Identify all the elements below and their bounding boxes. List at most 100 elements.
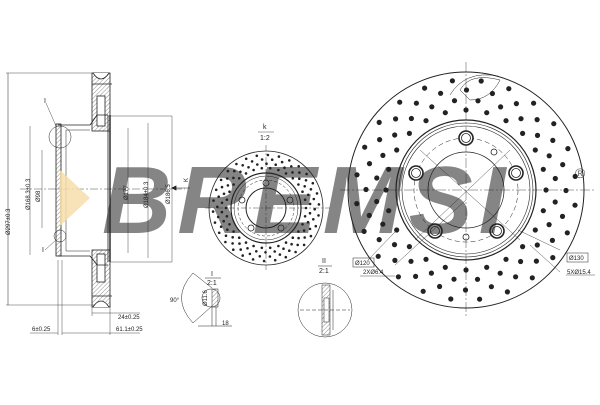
drilled-hole (305, 172, 308, 176)
drilled-hole (252, 244, 255, 248)
drilled-hole (284, 241, 288, 244)
drilled-hole (237, 236, 241, 239)
drilled-hole (213, 221, 217, 224)
drilled-hole (497, 270, 503, 276)
bore-diameter-label: Ø177 (124, 185, 130, 200)
drilled-hole (550, 255, 556, 261)
drilled-hole (498, 104, 504, 110)
drilled-hole (255, 154, 259, 158)
drilled-hole (503, 256, 509, 262)
drilled-hole (429, 104, 435, 110)
drilled-hole (448, 296, 454, 302)
drilled-hole (503, 118, 509, 124)
drilled-hole (478, 78, 484, 84)
drilled-hole (222, 192, 226, 196)
drilled-hole (280, 160, 284, 164)
drilled-hole (406, 130, 412, 136)
drilled-hole (361, 228, 367, 234)
drilled-hole (246, 247, 249, 250)
drilled-hole (251, 258, 255, 261)
drilled-hole (420, 288, 426, 294)
drilled-hole (225, 198, 229, 201)
drilled-hole (451, 98, 458, 104)
drilled-hole (217, 231, 221, 235)
drilled-hole (362, 144, 368, 150)
drilled-hole (220, 185, 224, 189)
drilled-hole (282, 247, 285, 250)
outer-face-diameter-label: Ø186.5 (166, 184, 172, 204)
drilled-hole (408, 115, 414, 122)
drilled-hole (423, 118, 429, 124)
drilled-hole (254, 250, 258, 253)
drilled-hole (290, 165, 293, 168)
drilled-hole (463, 87, 470, 93)
drilled-hole (224, 240, 227, 244)
drilled-hole (395, 274, 401, 280)
drilled-hole (354, 201, 360, 207)
drilled-hole (288, 249, 291, 252)
drilled-hole (313, 207, 317, 211)
inner-face-diameter-label: Ø184±0.3 (144, 181, 150, 208)
detail-ii-labels: II 2:1 (319, 258, 329, 275)
drilled-hole (232, 176, 235, 180)
drilled-hole (303, 198, 307, 201)
drilled-hole (563, 187, 569, 194)
drilled-hole (303, 236, 307, 239)
angle-label: 90° (170, 298, 180, 304)
drilled-hole (462, 287, 469, 293)
side-section-view (6, 72, 190, 335)
drilled-hole (408, 258, 414, 264)
drilled-hole (228, 190, 231, 193)
drilled-hole (315, 192, 319, 195)
detail-i-left (181, 272, 232, 327)
drilled-hole (532, 227, 538, 233)
drilled-hole (273, 258, 277, 262)
drilled-hole (383, 187, 389, 193)
hub-diameter-label: Ø120 (355, 261, 370, 267)
drilled-hole (283, 166, 286, 169)
drilled-hole (294, 250, 297, 254)
section-marker-label: K (184, 178, 190, 182)
drilled-hole (560, 162, 566, 168)
drilled-hole (226, 184, 230, 187)
drilled-hole (534, 242, 540, 248)
drilled-hole (572, 202, 578, 208)
drilled-hole (247, 166, 250, 169)
drilled-hole (244, 157, 248, 161)
drilled-hole (239, 248, 242, 251)
drilled-hole (564, 230, 570, 236)
drilled-hole (296, 243, 300, 247)
drilled-hole (449, 78, 455, 84)
drilled-hole (244, 172, 248, 175)
drilled-hole (392, 257, 398, 263)
drilled-hole (220, 210, 224, 214)
drilled-hole (266, 153, 270, 157)
drilled-hole (291, 177, 295, 180)
drilled-hole (317, 214, 320, 217)
drilled-hole (437, 283, 443, 290)
disc-thickness-label: 24±0.25 (118, 315, 140, 321)
drilled-hole (394, 227, 400, 233)
drilled-hole (451, 276, 457, 282)
drilled-hole (529, 275, 535, 281)
chamfer-width-label: 18 (222, 321, 229, 327)
drilled-hole (239, 170, 242, 174)
drilled-hole (301, 223, 304, 226)
pcd-label: Ø130 (569, 256, 584, 262)
detail-callout-bottom: I (42, 247, 44, 254)
drilled-hole (255, 163, 259, 166)
drilled-hole (302, 243, 306, 247)
drilled-hole (392, 132, 398, 138)
drilled-hole (540, 166, 546, 172)
drilled-hole (438, 90, 444, 96)
drilled-hole (278, 253, 282, 256)
drilled-hole (264, 251, 267, 254)
drilled-hole (268, 246, 272, 250)
drilled-hole (532, 147, 538, 153)
drilled-hole (442, 110, 448, 116)
drilled-hole (220, 201, 224, 205)
scale-label-bottom: 1:2 (260, 135, 270, 142)
drilled-hole (277, 244, 280, 248)
